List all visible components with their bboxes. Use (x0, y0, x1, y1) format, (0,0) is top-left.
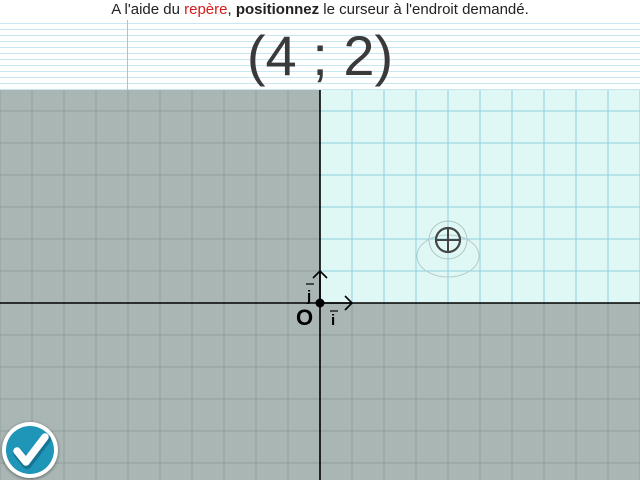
instruction-text: A l'aide du repère, positionnez le curse… (0, 0, 640, 20)
unit-vector-i-arrow (320, 295, 354, 311)
origin-label: O (296, 305, 313, 330)
unit-i-label: i (331, 312, 335, 329)
instruction-word-repere: repère (184, 1, 228, 18)
check-icon (13, 433, 51, 469)
header-notebook-paper: A l'aide du repère, positionnez le curse… (0, 0, 640, 90)
notebook-margin-line (127, 0, 128, 90)
instruction-part-3: le curseur à l'endroit demandé. (319, 1, 529, 18)
crosshair-circle-icon[interactable] (434, 226, 462, 254)
draggable-cursor[interactable] (416, 220, 480, 278)
cursor-halo (428, 220, 468, 260)
unit-j-label: j (306, 288, 311, 305)
coordinate-grid[interactable]: O i j (0, 90, 640, 480)
instruction-part-2: , (227, 1, 236, 18)
unit-vector-j-arrow (312, 269, 328, 303)
instruction-word-positionnez: positionnez (235, 1, 320, 18)
validate-button[interactable] (2, 422, 58, 478)
target-coordinates: (4 ; 2) (246, 24, 394, 87)
instruction-part-1: A l'aide du (111, 1, 185, 18)
origin-point (315, 298, 325, 308)
